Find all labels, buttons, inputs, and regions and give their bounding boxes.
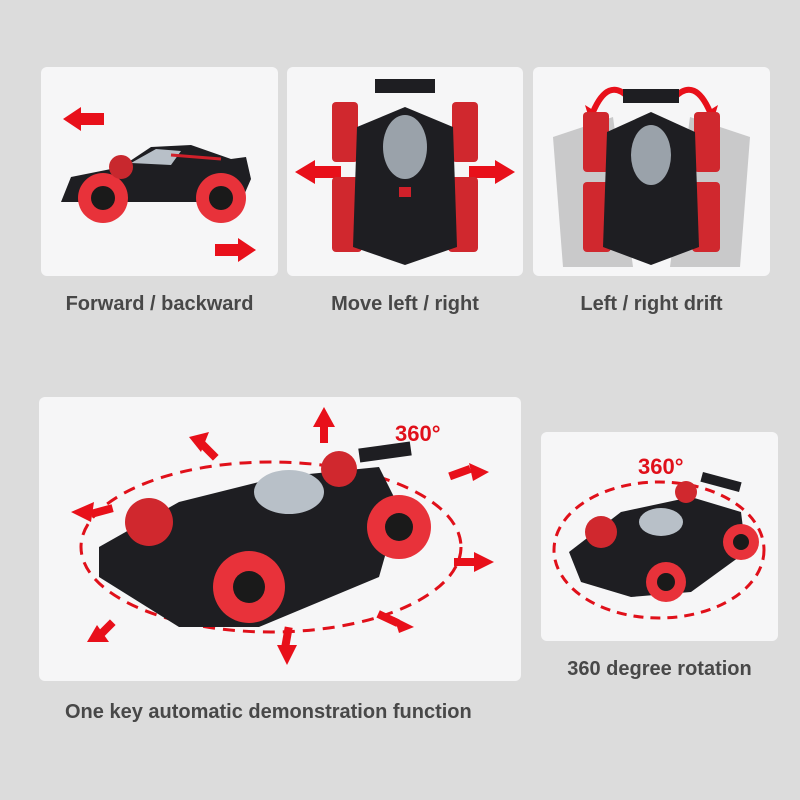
feature-panel-360-rotation: 360° xyxy=(541,432,778,641)
arrow-right-icon xyxy=(215,238,256,262)
car-side-view-image xyxy=(61,107,256,262)
car-rotation-image xyxy=(552,471,766,620)
feature-panel-auto-demo: 360° xyxy=(39,397,521,681)
rotation-degree-badge: 360° xyxy=(638,454,684,479)
car-auto-demo-image xyxy=(71,407,494,665)
caption-forward-backward: Forward / backward xyxy=(65,293,254,315)
arrow-left-icon xyxy=(63,107,104,131)
arrow-left-icon xyxy=(295,160,341,184)
rotation-degree-badge: 360° xyxy=(395,421,441,446)
drift-arrow-left-icon xyxy=(590,86,631,114)
feature-panel-move-left-right xyxy=(287,67,523,276)
caption-auto-demo: One key automatic demonstration function xyxy=(65,701,472,723)
feature-panel-forward-backward xyxy=(41,67,278,276)
direction-arrows-icon xyxy=(71,407,494,665)
arrow-right-icon xyxy=(469,160,515,184)
caption-drift: Left / right drift xyxy=(580,293,723,315)
car-drift-image xyxy=(553,86,750,267)
feature-panel-drift xyxy=(533,67,770,276)
caption-move-left-right: Move left / right xyxy=(331,293,479,315)
caption-360-rotation: 360 degree rotation xyxy=(567,658,752,680)
car-front-view-image xyxy=(295,79,515,265)
drift-arrow-right-icon xyxy=(672,86,713,114)
